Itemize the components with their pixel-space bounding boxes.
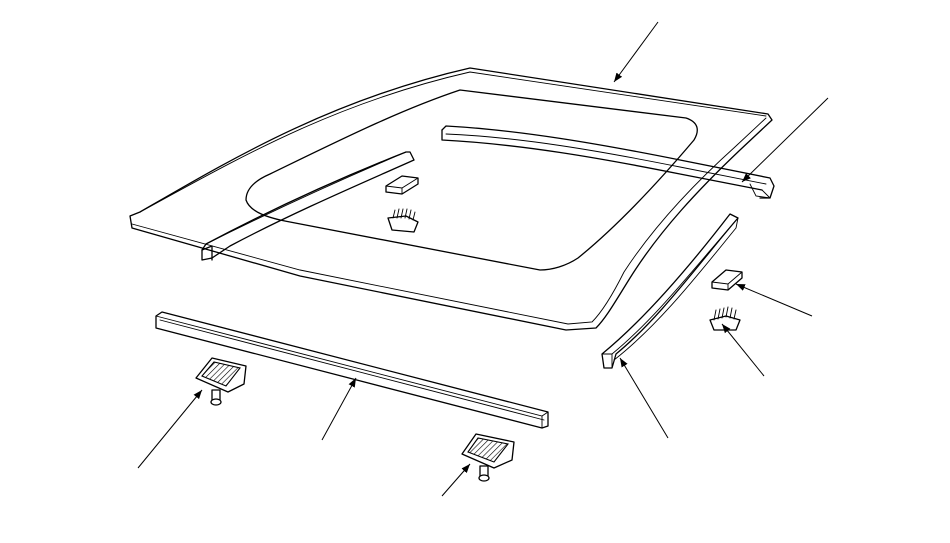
leader-lower-molding [321, 377, 357, 441]
lower-clip-left [195, 357, 247, 406]
leader-upper-molding [741, 97, 829, 183]
leader-lower-clip-center [441, 463, 471, 497]
spacer-pad-right [711, 269, 743, 291]
leader-side-molding-right [619, 357, 669, 439]
lower-molding [155, 311, 549, 429]
lower-clip-center [461, 433, 515, 482]
leader-spacer-pad [735, 283, 813, 317]
upper-molding [441, 125, 775, 199]
windshield-glass [129, 67, 773, 331]
leader-lower-clip-left [137, 389, 203, 469]
leader-windshield-glass [613, 21, 659, 83]
leader-fastener-clip [721, 323, 765, 377]
fastener-clip-right [709, 306, 741, 331]
spacer-pad-upper [385, 175, 419, 195]
side-molding-left [201, 151, 415, 261]
side-molding-right [601, 213, 739, 369]
callout-leaders [137, 21, 829, 497]
fastener-clip-upper [387, 208, 419, 233]
